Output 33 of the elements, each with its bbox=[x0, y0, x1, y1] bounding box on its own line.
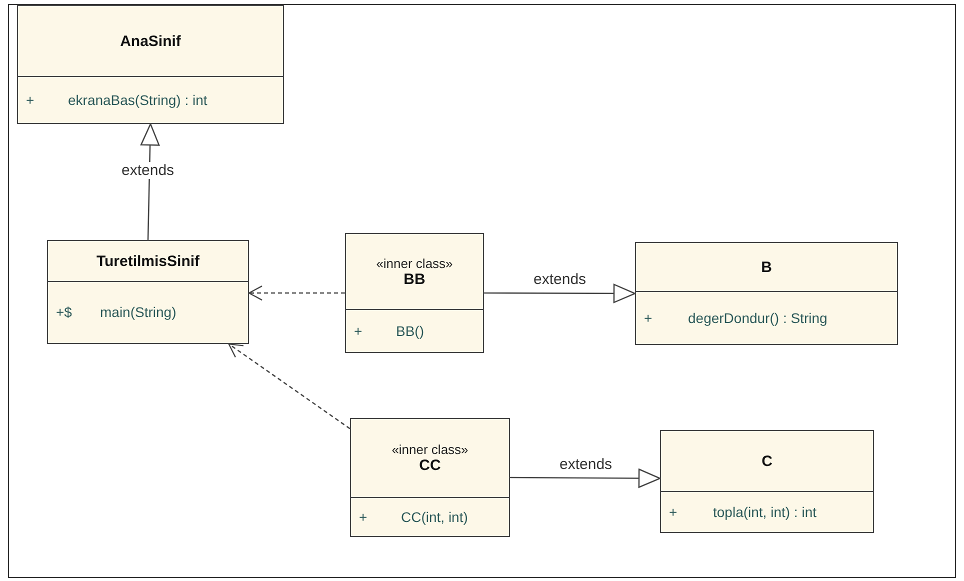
visibility-marker: + bbox=[26, 92, 34, 108]
method-signature: ekranaBas(String) : int bbox=[68, 92, 208, 108]
visibility-marker: + bbox=[359, 508, 368, 524]
dependency-arrow bbox=[248, 285, 345, 301]
generalization-arrow bbox=[484, 284, 636, 304]
class-name: BB bbox=[404, 270, 426, 288]
edge-label: extends bbox=[532, 270, 588, 288]
dependency-arrow bbox=[228, 343, 350, 430]
generalization-arrow bbox=[510, 468, 661, 488]
visibility-marker: + bbox=[644, 310, 652, 326]
method-signature: BB() bbox=[396, 322, 424, 338]
class-box bbox=[345, 233, 484, 353]
stereotype-label: «inner class» bbox=[392, 442, 468, 457]
class-box bbox=[47, 240, 249, 344]
visibility-marker: + bbox=[354, 322, 362, 338]
method-signature: topla(int, int) : int bbox=[713, 504, 816, 520]
method-signature: main(String) bbox=[100, 304, 176, 320]
edge-label: extends bbox=[120, 162, 176, 178]
class-name: B bbox=[761, 258, 772, 276]
class-box bbox=[635, 242, 898, 345]
visibility-marker: +$ bbox=[56, 304, 72, 320]
class-box bbox=[350, 418, 510, 537]
class-name: C bbox=[762, 452, 772, 470]
class-name: CC bbox=[419, 457, 441, 474]
class-name: TuretilmisSinif bbox=[96, 252, 200, 270]
edge-label: extends bbox=[558, 456, 614, 472]
method-signature: degerDondur() : String bbox=[688, 310, 828, 326]
class-box bbox=[660, 430, 874, 533]
stereotype-label: «inner class» bbox=[376, 256, 453, 270]
method-signature: CC(int, int) bbox=[401, 508, 468, 524]
class-box bbox=[17, 5, 284, 124]
class-name: AnaSinif bbox=[120, 32, 181, 50]
visibility-marker: + bbox=[669, 504, 678, 520]
